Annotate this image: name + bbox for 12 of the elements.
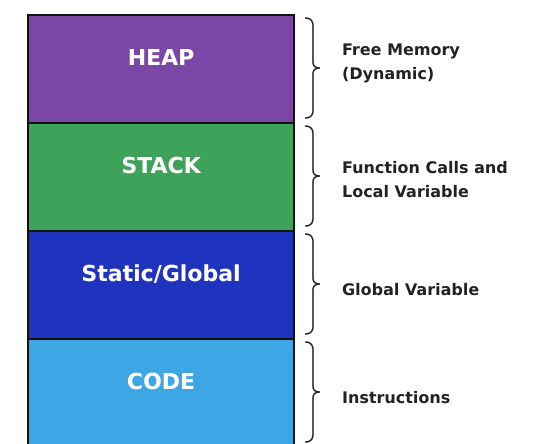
segment-description: Global Variable (342, 279, 480, 301)
segment-name: Static/Global (81, 262, 241, 289)
memory-segment-block (27, 338, 295, 444)
segment-name: STACK (121, 154, 201, 181)
segment-name: CODE (126, 370, 196, 397)
segment-name: HEAP (128, 46, 194, 73)
memory-segment-block (27, 122, 295, 232)
segment-description: Function Calls and Local Variable (342, 157, 509, 203)
memory-segment-block (27, 230, 295, 340)
segment-description: Free Memory (Dynamic) (342, 39, 461, 85)
segment-description: Instructions (342, 387, 452, 409)
memory-segment-block (27, 14, 295, 124)
